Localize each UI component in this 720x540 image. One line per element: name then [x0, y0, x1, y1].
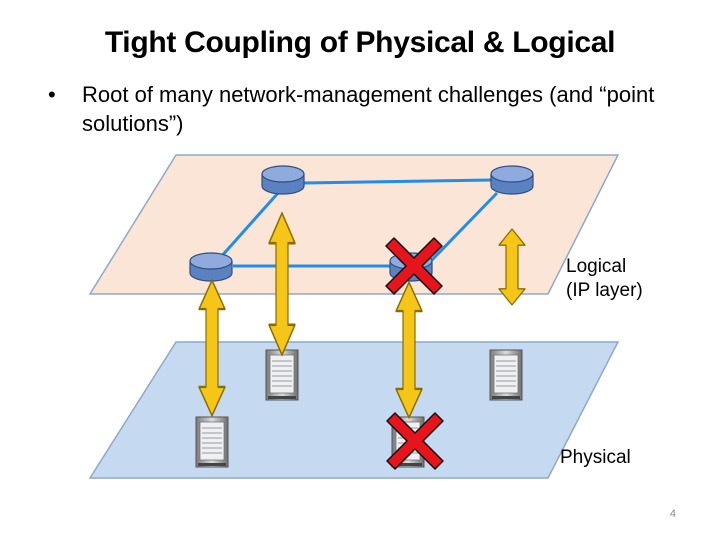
server-back-left-icon [265, 349, 299, 401]
server-back-right-icon [489, 349, 523, 401]
logical-layer-plane [88, 154, 620, 295]
page-number: 4 [669, 508, 676, 520]
logical-links [218, 178, 499, 268]
physical-layer-label: Physical [560, 447, 631, 468]
logical-label-line1: Logical [566, 256, 627, 277]
router-top-left-icon [261, 165, 305, 195]
logical-label-line2: (IP layer) [566, 280, 643, 301]
physical-layer-plane [88, 341, 620, 479]
link-right [428, 191, 499, 264]
router-top-right-icon [490, 165, 534, 195]
link-left [218, 192, 280, 259]
link-top [302, 178, 493, 185]
router-bottom-left-icon [189, 252, 233, 282]
server-front-left-icon [195, 416, 229, 468]
logical-layer-label: Logical (IP layer) [566, 255, 643, 303]
bullet-text: Root of many network-management challeng… [82, 82, 655, 136]
bullet-marker: • [48, 82, 56, 107]
slide-title: Tight Coupling of Physical & Logical [104, 26, 616, 59]
